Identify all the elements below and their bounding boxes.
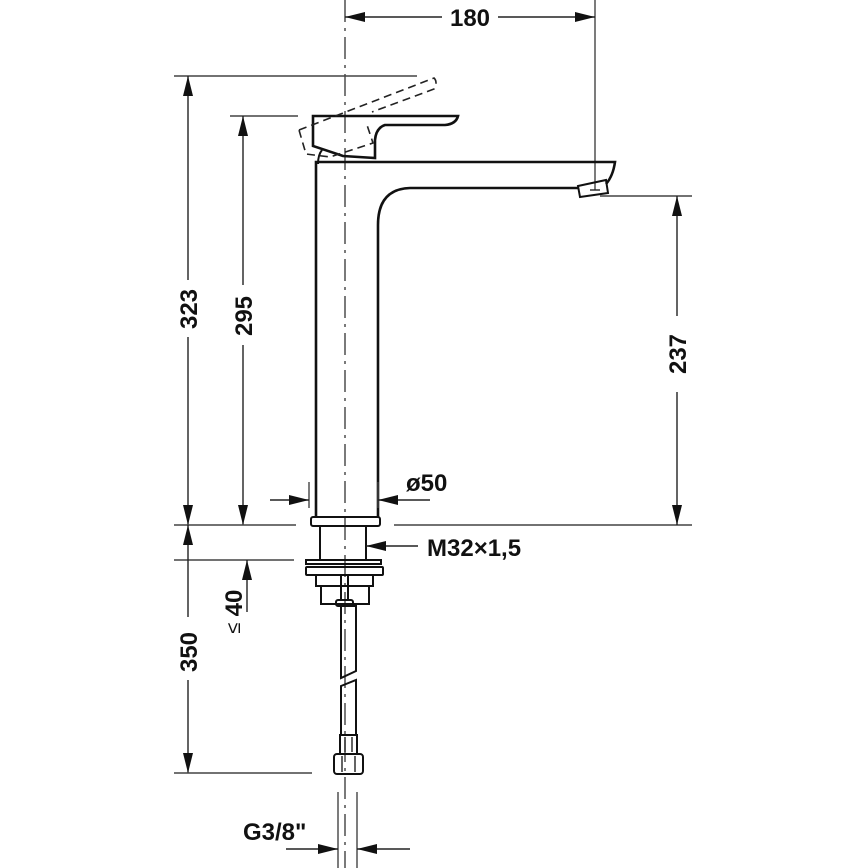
dimension-label-diameter: ø50 bbox=[406, 470, 447, 497]
braided-hose bbox=[333, 605, 364, 775]
dimension-295 bbox=[230, 115, 298, 525]
dimension-label-295: 295 bbox=[231, 296, 258, 336]
dimension-countertop-max bbox=[242, 560, 252, 612]
dimension-label-237: 237 bbox=[665, 334, 692, 374]
base-and-shank bbox=[305, 516, 384, 607]
lever-handle bbox=[311, 114, 460, 165]
dimension-180 bbox=[345, 0, 596, 190]
faucet-body bbox=[314, 160, 617, 517]
dimension-connection bbox=[286, 792, 410, 868]
lever-handle-raised-outline bbox=[298, 77, 437, 158]
dimension-237 bbox=[394, 195, 692, 526]
dimension-thread bbox=[174, 541, 418, 561]
dimension-label-180: 180 bbox=[450, 5, 490, 32]
dimension-diameter-50 bbox=[270, 482, 430, 508]
dimension-label-connection: G3/8" bbox=[243, 819, 306, 846]
dimension-350 bbox=[174, 525, 312, 774]
dimension-label-323: 323 bbox=[176, 289, 203, 329]
dimension-label-350: 350 bbox=[176, 632, 203, 672]
dimension-label-40: 40 bbox=[221, 590, 248, 617]
less-equal-symbol: ≤ bbox=[223, 622, 245, 633]
dimension-label-thread: M32×1,5 bbox=[427, 535, 521, 562]
dimension-323 bbox=[174, 75, 417, 525]
